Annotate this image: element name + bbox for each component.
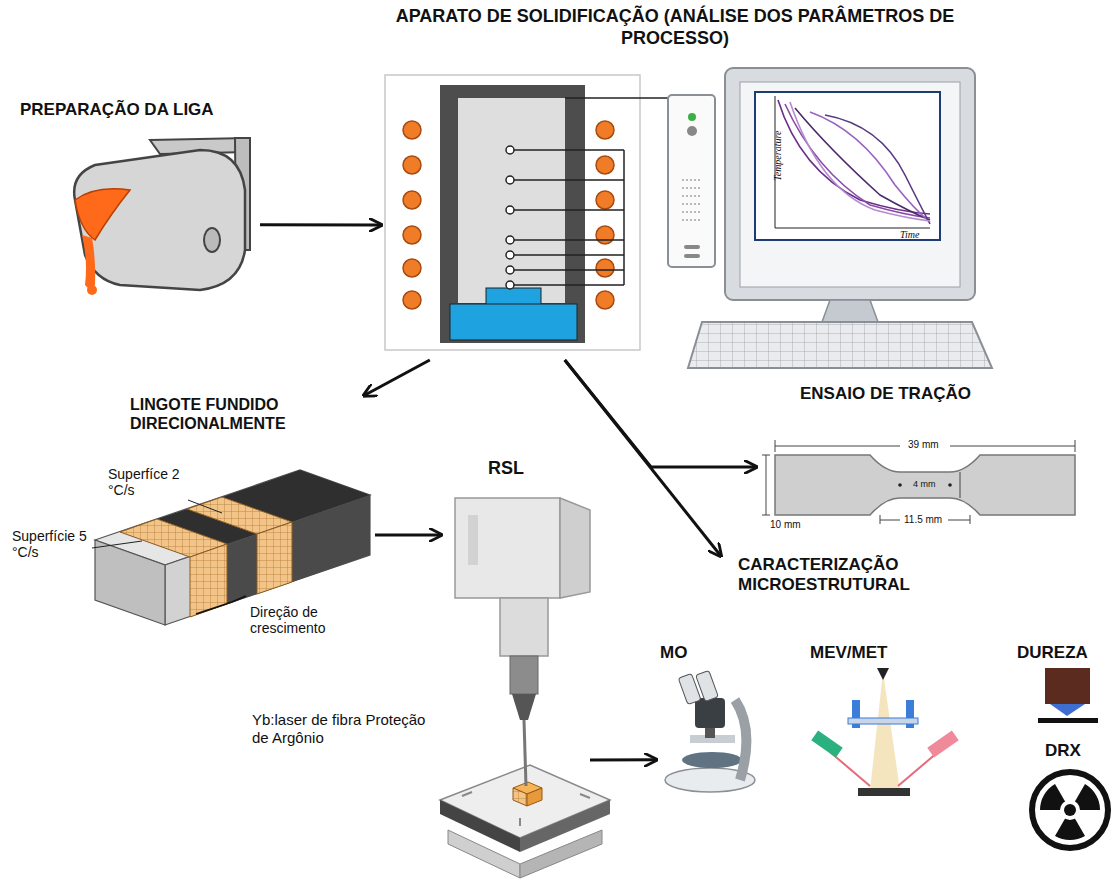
method-group: DRX [1040,737,1110,777]
step-heading: MO [660,643,720,663]
flow-arrow [590,758,655,761]
solidification-apparatus [385,75,668,350]
step-heading: ENSAIO DE TRAÇÃO [800,384,1080,404]
step-note: Yb:laser de fibra Proteção de Argônio [252,711,438,747]
hardness-indenter-icon [1038,668,1098,723]
process-group: LINGOTE FUNDIDO DIRECIONALMENTE [90,395,375,615]
axis-label: Temperature [772,116,784,196]
step-heading: LINGOTE FUNDIDO DIRECIONALMENTE [130,395,370,433]
method-group: MEV/MET [810,643,960,793]
process-group: PREPARAÇÃO DA LIGA [15,100,260,295]
radiation-symbol [1032,772,1108,849]
process-group: RSLYb:laser de fibra Proteção de Argônio [440,455,590,880]
step-heading: APARATO DE SOLIDIFICAÇÃO (ANÁLISE DOS PA… [385,6,965,49]
ladle-illustration [74,138,250,295]
flow-arrow [365,360,430,395]
annotation: Direção de crescimento [250,604,375,636]
dimension-label: 4 mm [912,479,937,489]
flow-arrow [375,533,440,536]
dimension-label: 10 mm [770,519,810,531]
dimension-label: 11.5 mm [903,514,943,526]
process-group: APARATO DE SOLIDIFICAÇÃO (ANÁLISE DOS PA… [380,0,980,360]
tensile-specimen [762,440,1075,524]
step-heading: PREPARAÇÃO DA LIGA [20,100,260,120]
axis-label: Time [900,229,940,241]
computer-illustration [668,68,992,368]
flow-arrow [565,360,755,467]
process-group: ENSAIO DE TRAÇÃO [755,380,1085,530]
annotation: Superfíce 2 °C/s [108,466,190,498]
step-heading: DRX [1045,741,1105,761]
dimension-label: 39 mm [907,439,940,451]
step-heading: DUREZA [1017,643,1107,663]
step-heading: MEV/MET [810,643,930,663]
step-heading: RSL [488,458,548,480]
process-group: MO MEV/MET DUREZA DRX CARACTERIZAÇÃO MICROES… [655,555,1110,880]
method-group: MO [655,643,765,793]
step-heading: CARACTERIZAÇÃO MICROESTRUTURAL [738,555,998,596]
electron-microscope-icon [811,668,958,796]
flow-arrow [565,360,720,555]
flow-arrow [260,223,380,226]
microscope-icon [665,670,755,792]
annotation: Superfície 5 °C/s [12,528,92,560]
laser-machine-illustration [440,498,610,878]
method-group: DUREZA [1017,643,1110,723]
